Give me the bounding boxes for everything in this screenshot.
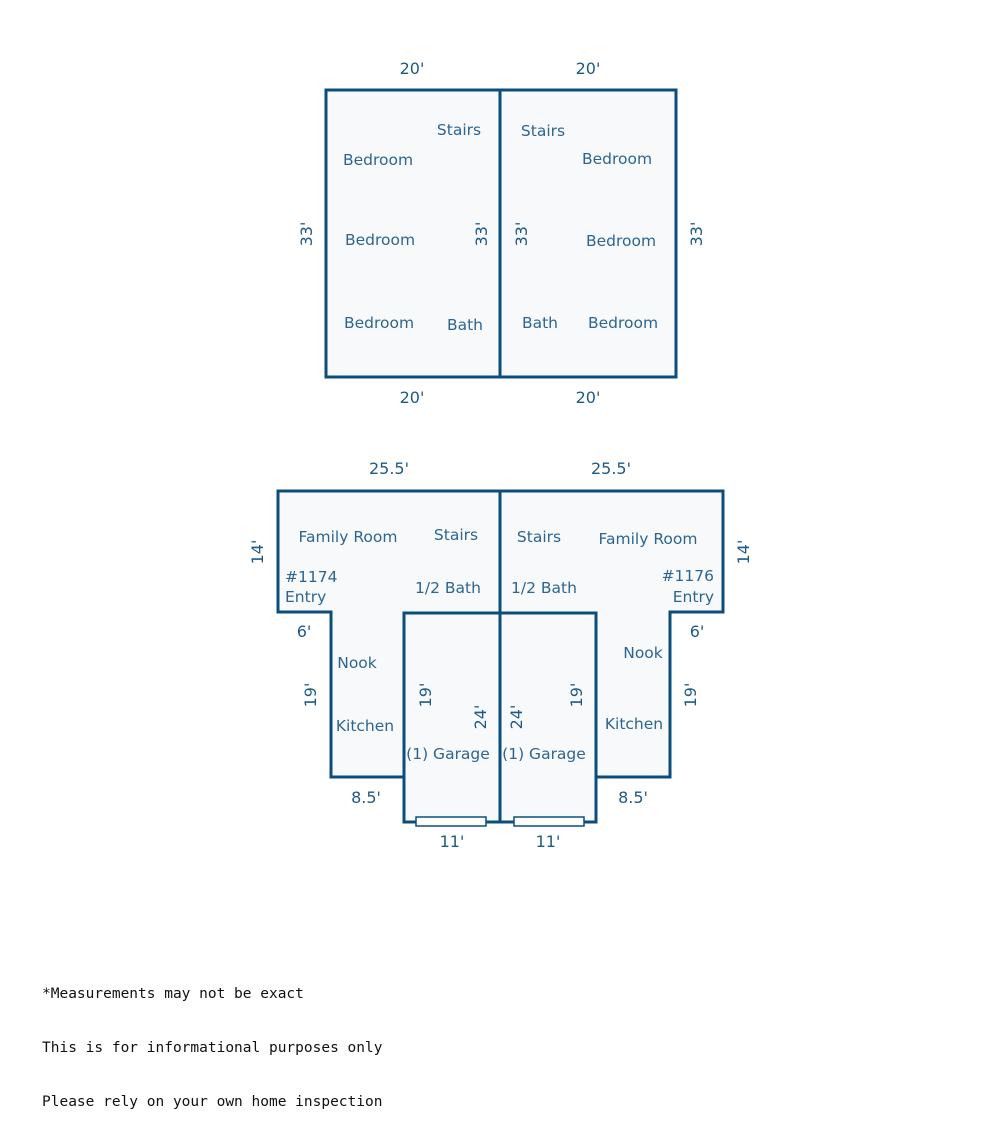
upper-right-bedroom-3-label: Bedroom bbox=[588, 314, 658, 332]
upper-right-bedroom-1-label: Bedroom bbox=[582, 150, 652, 168]
lower-dim-left-garage-height: 24' bbox=[471, 705, 490, 730]
upper-dim-inner-left: 33' bbox=[472, 222, 491, 247]
upper-dim-outer-left: 33' bbox=[297, 222, 316, 247]
disclaimer: *Measurements may not be exact This is f… bbox=[42, 949, 382, 1129]
lower-dim-left-garage-inner: 19' bbox=[416, 683, 435, 708]
upper-left-unit-outline bbox=[324, 88, 502, 379]
lower-right-half-bath-label: 1/2 Bath bbox=[511, 579, 577, 597]
lower-right-unit-number: #1176 bbox=[662, 567, 714, 585]
upper-left-bedroom-2-label: Bedroom bbox=[345, 231, 415, 249]
upper-right-bedroom-2-label: Bedroom bbox=[586, 232, 656, 250]
lower-dim-left-kitchen-width: 8.5' bbox=[351, 788, 381, 807]
upper-dim-top-right: 20' bbox=[576, 59, 601, 78]
lower-dim-left-garage-width: 11' bbox=[440, 832, 465, 851]
upper-right-unit-outline bbox=[498, 88, 678, 379]
disclaimer-line-3: Please rely on your own home inspection bbox=[42, 1094, 383, 1110]
upper-dim-top-left: 20' bbox=[400, 59, 425, 78]
upper-left-bedroom-3-label: Bedroom bbox=[344, 314, 414, 332]
lower-dim-left-step: 6' bbox=[297, 622, 312, 641]
lower-dim-top-right: 25.5' bbox=[591, 459, 631, 478]
upper-left-bath-label: Bath bbox=[447, 316, 483, 334]
disclaimer-line-2: This is for informational purposes only bbox=[42, 1040, 383, 1056]
lower-dim-top-left: 25.5' bbox=[369, 459, 409, 478]
lower-right-kitchen-label: Kitchen bbox=[605, 715, 663, 733]
lower-right-garage-door bbox=[513, 816, 585, 827]
lower-dim-left-kitchen-height: 19' bbox=[301, 683, 320, 708]
lower-floor: 25.5' 25.5' 14' 14' 6' 6' 19' 19' 19' 19… bbox=[248, 459, 753, 851]
lower-left-family-room-label: Family Room bbox=[299, 528, 398, 546]
lower-right-entry-label: Entry bbox=[673, 588, 714, 606]
lower-left-garage-door bbox=[415, 816, 487, 827]
lower-left-nook-label: Nook bbox=[337, 654, 377, 672]
lower-left-stairs-label: Stairs bbox=[434, 526, 478, 544]
upper-left-bedroom-1-label: Bedroom bbox=[343, 151, 413, 169]
lower-left-entry-label: Entry bbox=[285, 588, 326, 606]
lower-dim-right-garage-width: 11' bbox=[536, 832, 561, 851]
lower-dim-right-kitchen-width: 8.5' bbox=[618, 788, 648, 807]
lower-right-garage-wall bbox=[500, 611, 598, 777]
lower-dim-right-kitchen-height: 19' bbox=[681, 683, 700, 708]
lower-left-garage-label: (1) Garage bbox=[406, 745, 490, 763]
lower-dim-right-garage-inner: 19' bbox=[567, 683, 586, 708]
lower-dim-right-garage-height: 24' bbox=[507, 705, 526, 730]
lower-right-nook-label: Nook bbox=[623, 644, 663, 662]
lower-dim-right-step: 6' bbox=[690, 622, 705, 641]
upper-floor: 20' 20' 20' 20' 33' 33' 33' 33' Stairs B… bbox=[297, 59, 706, 407]
upper-dim-bottom-right: 20' bbox=[576, 388, 601, 407]
floor-plan: 20' 20' 20' 20' 33' 33' 33' 33' Stairs B… bbox=[248, 59, 753, 851]
lower-dim-left-height: 14' bbox=[248, 540, 267, 565]
lower-left-unit-number: #1174 bbox=[285, 568, 337, 586]
upper-dim-inner-right: 33' bbox=[512, 222, 531, 247]
upper-right-bath-label: Bath bbox=[522, 314, 558, 332]
lower-left-half-bath-label: 1/2 Bath bbox=[415, 579, 481, 597]
upper-left-stairs-label: Stairs bbox=[437, 121, 481, 139]
upper-dim-outer-right: 33' bbox=[687, 222, 706, 247]
lower-right-garage-label: (1) Garage bbox=[502, 745, 586, 763]
lower-left-kitchen-label: Kitchen bbox=[336, 717, 394, 735]
lower-left-garage-wall bbox=[402, 611, 500, 777]
upper-right-stairs-label: Stairs bbox=[521, 122, 565, 140]
lower-right-family-room-label: Family Room bbox=[599, 530, 698, 548]
upper-dim-bottom-left: 20' bbox=[400, 388, 425, 407]
lower-right-stairs-label: Stairs bbox=[517, 528, 561, 546]
lower-dim-right-height: 14' bbox=[734, 540, 753, 565]
disclaimer-line-1: *Measurements may not be exact bbox=[42, 986, 304, 1002]
